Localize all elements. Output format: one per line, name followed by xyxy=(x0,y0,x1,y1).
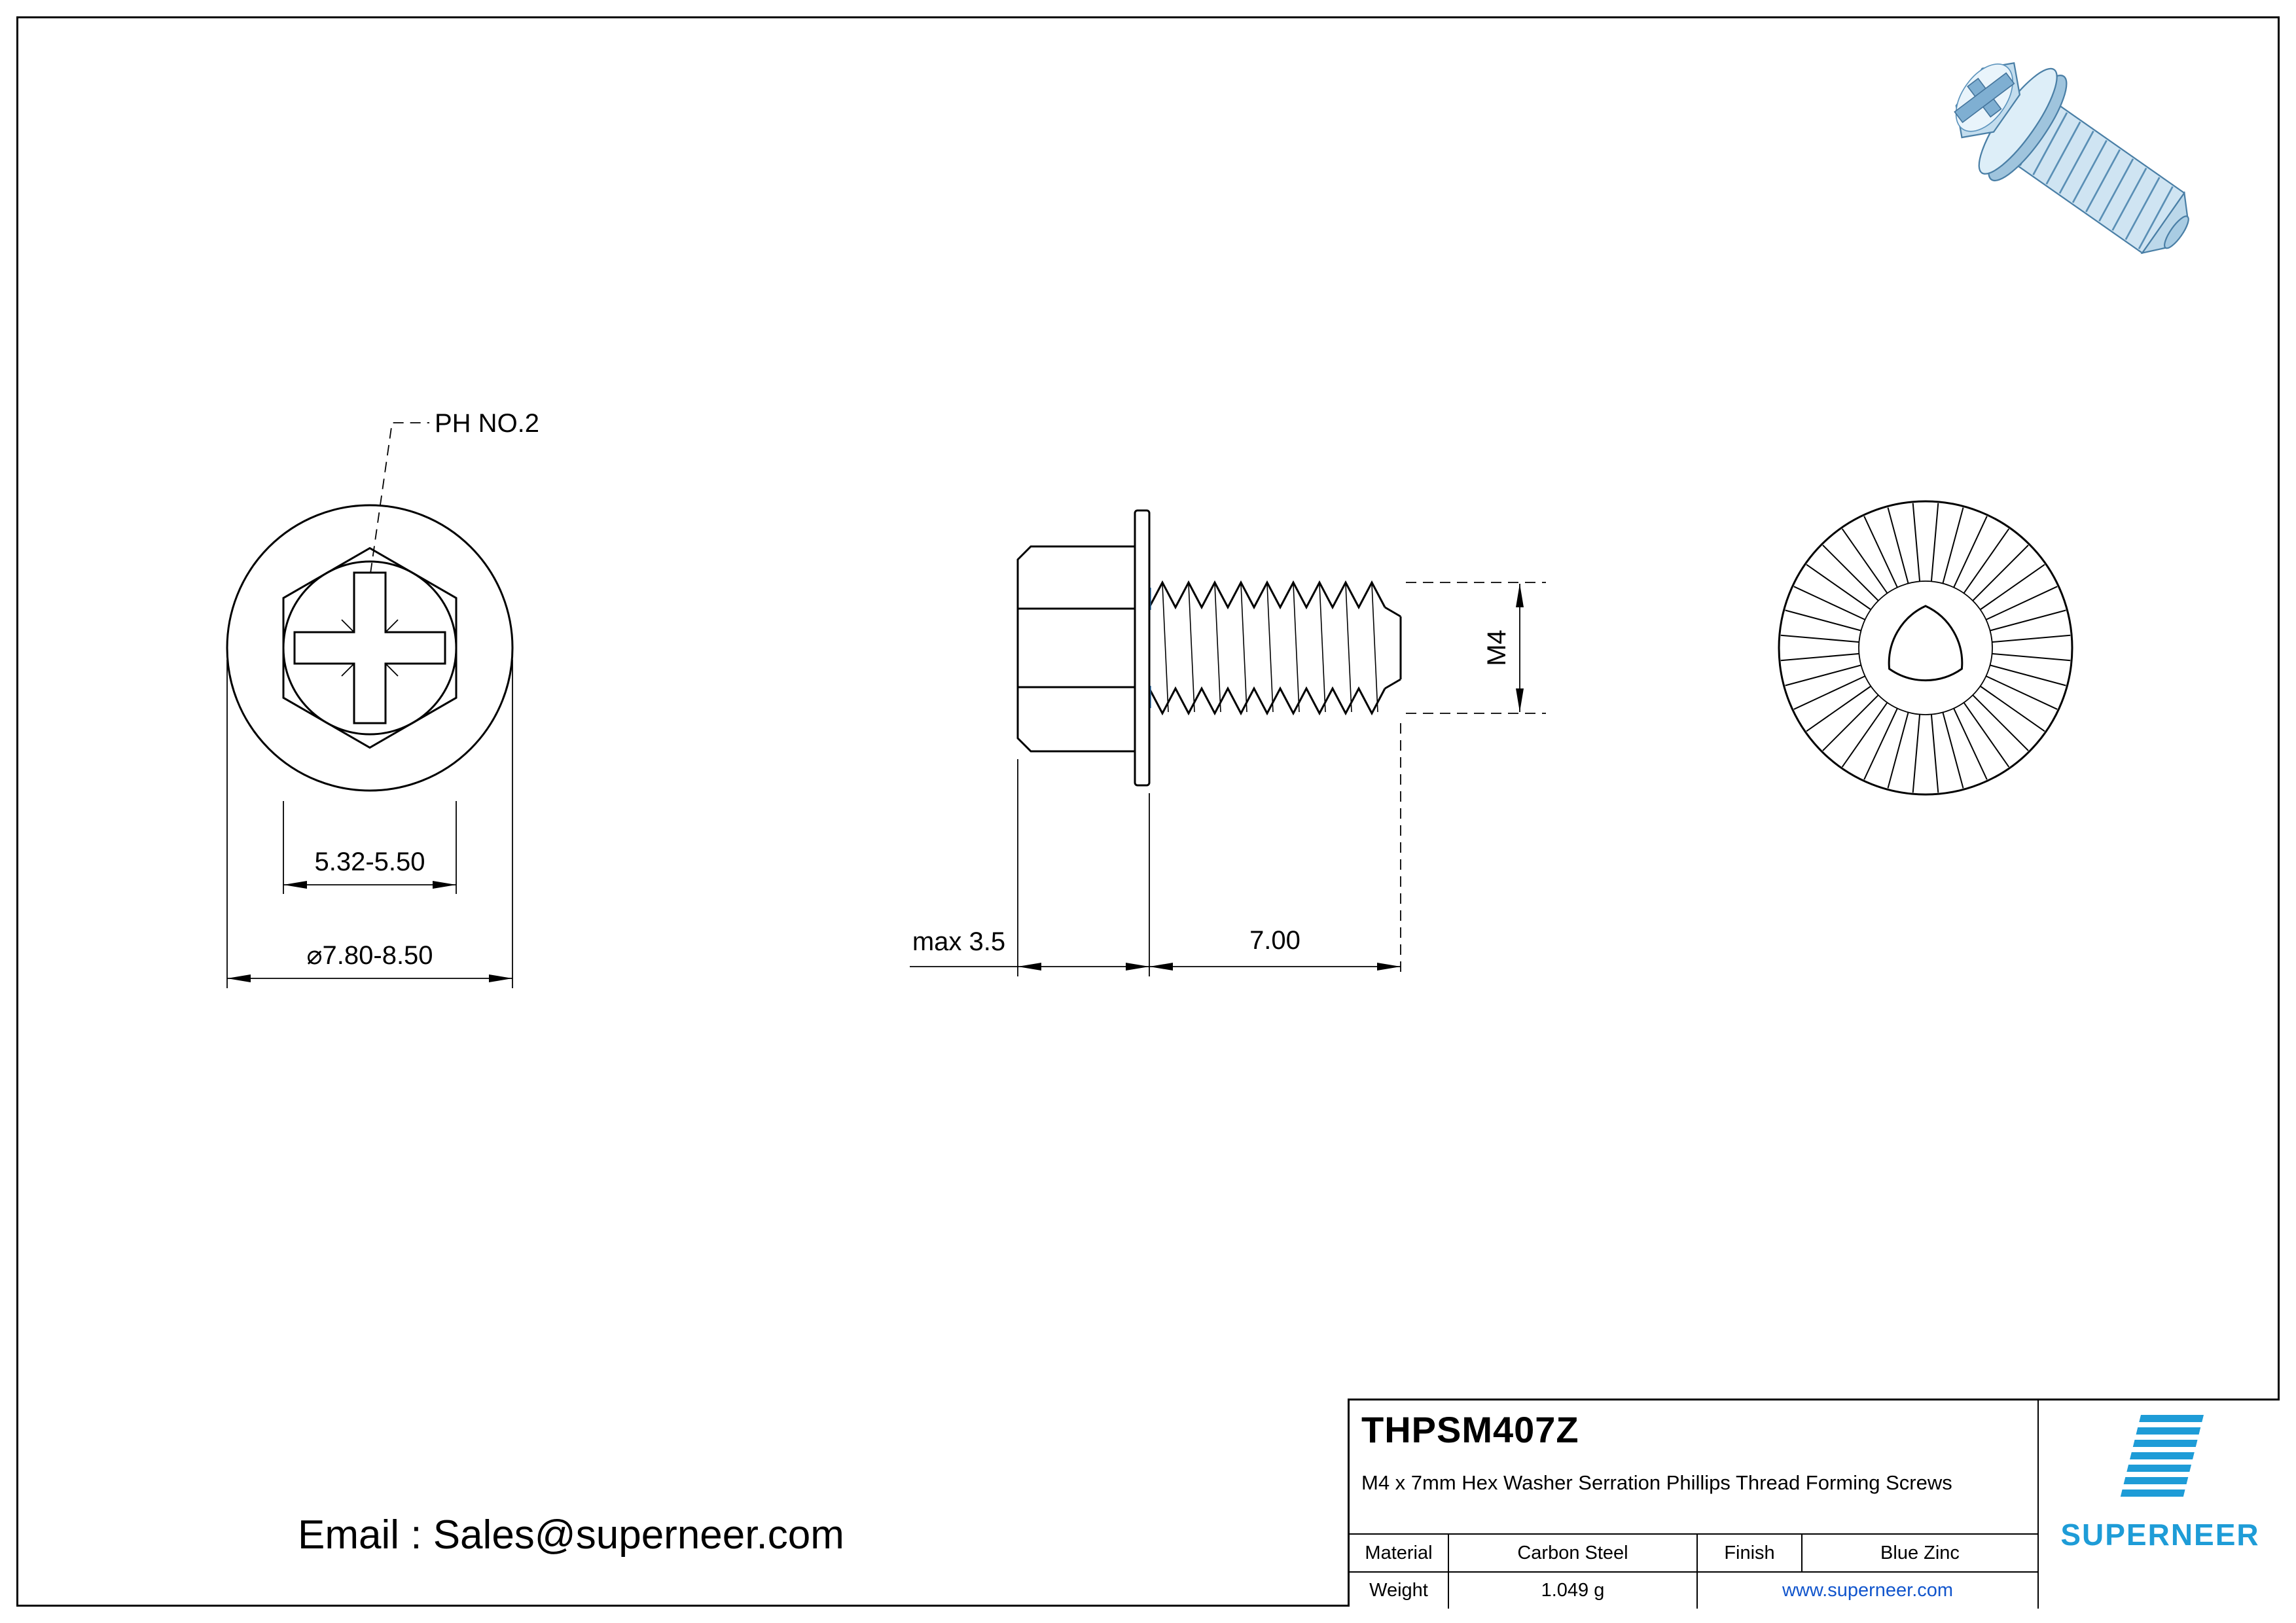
trilobular-shank-section xyxy=(1888,605,1964,682)
title-block: THPSM407Z M4 x 7mm Hex Washer Serration … xyxy=(1348,1399,2282,1609)
dim-head-height: max 3.5 xyxy=(910,759,1150,976)
weight-row: Weight 1.049 g www.superneer.com xyxy=(1350,1571,2037,1609)
flange-washer-side xyxy=(1134,509,1151,787)
hex-head-outline xyxy=(282,546,457,749)
material-finish-row: Material Carbon Steel Finish Blue Zinc xyxy=(1350,1533,2037,1571)
phillips-recess xyxy=(293,571,446,724)
thread-end-chamfer xyxy=(1384,606,1402,690)
dim-thread-length: 7.00 xyxy=(1149,723,1401,976)
brand-name: SUPERNEER xyxy=(2060,1518,2260,1552)
serration-teeth-lines xyxy=(1780,503,2071,793)
phillips-recess-3d xyxy=(1954,72,2015,124)
front-view: PH NO.2 5.32-5.50 ⌀7.80-8.50 xyxy=(226,409,539,988)
dim-across-flats: 5.32-5.50 xyxy=(283,801,457,894)
part-description: M4 x 7mm Hex Washer Serration Phillips T… xyxy=(1361,1471,1952,1494)
contact-email: Email : Sales@superneer.com xyxy=(298,1512,844,1558)
material-value: Carbon Steel xyxy=(1448,1535,1696,1571)
dim-head-diameter: ⌀7.80-8.50 xyxy=(226,660,513,988)
dim-thread-length-value: 7.00 xyxy=(1249,926,1300,955)
sheet-border xyxy=(16,16,2280,1607)
thread-ridges-3d xyxy=(2019,103,2174,249)
finish-value: Blue Zinc xyxy=(1801,1535,2037,1571)
callout-leader-line xyxy=(370,422,429,574)
phillips-corner-flats xyxy=(341,619,399,677)
finish-label: Finish xyxy=(1696,1535,1801,1571)
hex-inscribed-circle xyxy=(282,560,457,736)
hex-head-side xyxy=(1016,545,1136,753)
serration-outer-circle xyxy=(1778,500,2073,796)
thread-helix-lines xyxy=(1162,583,1378,713)
dim-head-height-value: max 3.5 xyxy=(912,927,1005,956)
weight-value: 1.049 g xyxy=(1448,1573,1696,1609)
flange-outline-circle xyxy=(226,504,514,792)
side-view: max 3.5 7.00 M4 xyxy=(910,509,1546,976)
shaft-end-3d xyxy=(2164,215,2189,249)
serration-bottom-view xyxy=(1778,500,2073,796)
website-link[interactable]: www.superneer.com xyxy=(1696,1573,2037,1609)
dim-across-flats-value: 5.32-5.50 xyxy=(314,847,425,876)
callout-ph-no2: PH NO.2 xyxy=(435,409,539,438)
dim-thread-size: M4 xyxy=(1406,582,1546,714)
superneer-logo-icon xyxy=(2120,1415,2204,1497)
dim-head-diameter-value: ⌀7.80-8.50 xyxy=(306,941,433,970)
brand-cell: SUPERNEER xyxy=(2037,1400,2282,1609)
thread-top-profile xyxy=(1148,580,1386,610)
title-block-main: THPSM407Z M4 x 7mm Hex Washer Serration … xyxy=(1350,1400,2037,1609)
thread-bottom-profile xyxy=(1148,686,1386,716)
weight-label: Weight xyxy=(1369,1580,1428,1601)
dim-thread-size-value: M4 xyxy=(1482,630,1511,666)
screw-3d-render xyxy=(1954,62,2189,255)
material-label: Material xyxy=(1365,1542,1433,1563)
part-number: THPSM407Z xyxy=(1361,1409,1579,1450)
serration-inner-circle xyxy=(1858,580,1993,715)
